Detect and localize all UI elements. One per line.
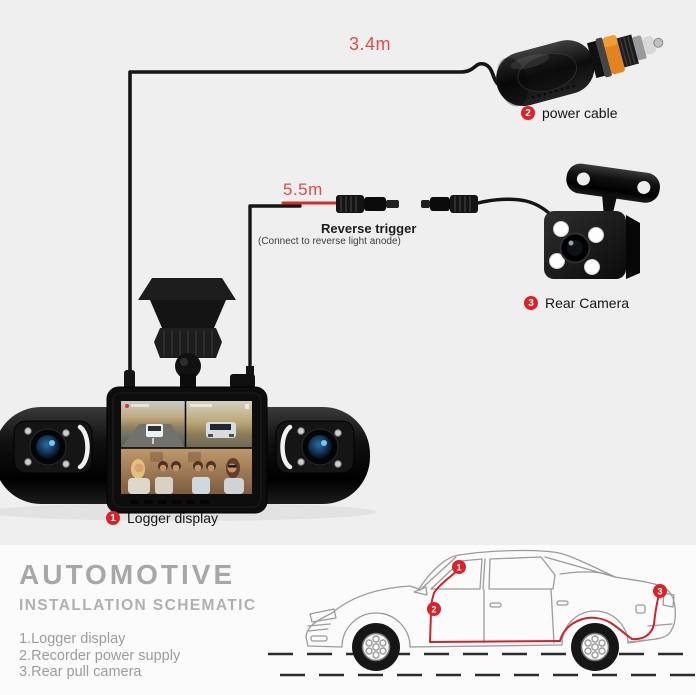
legend-line-1: 1.Logger display — [19, 631, 126, 647]
car-marker-3 — [653, 584, 667, 598]
svg-text:1: 1 — [456, 563, 461, 573]
car-illustration: 1 2 3 — [268, 549, 696, 677]
rec-indicator-dot — [125, 404, 129, 408]
car-marker-1 — [452, 560, 466, 574]
power-cable-badge: 2 — [521, 106, 535, 120]
windshield-mount — [138, 278, 236, 390]
reverse-trigger-subtitle: (Connect to reverse light anode) — [258, 236, 401, 247]
schematic-legend: 1.Logger display 2.Recorder power supply… — [19, 631, 180, 681]
battery-icon — [245, 404, 249, 409]
rear-camera-label: Rear Camera — [545, 295, 630, 311]
barrel-connector-female — [421, 195, 478, 213]
svg-text:2: 2 — [431, 605, 436, 615]
car-wheels — [352, 623, 619, 671]
power-plug-connector — [124, 370, 135, 390]
dashcam-device — [0, 278, 370, 514]
barrel-connector-male — [336, 195, 399, 213]
car-marker-2 — [427, 602, 441, 616]
svg-text:3: 3 — [657, 587, 662, 597]
legend-line-2: 2.Recorder power supply — [19, 647, 181, 664]
logger-label: Logger display — [127, 510, 219, 526]
trigger-length-label: 5.5m — [283, 180, 323, 199]
cable-routing-line — [429, 569, 660, 643]
rear-camera-badge: 3 — [524, 296, 538, 310]
schematic-section: AUTOMOTIVE INSTALLATION SCHEMATIC 1.Logg… — [0, 545, 696, 695]
right-camera-face — [275, 420, 355, 474]
schematic-title: AUTOMOTIVE — [19, 559, 236, 590]
logger-caption: 1 Logger display — [106, 510, 218, 526]
osd-timestamp-left — [131, 404, 149, 407]
rear-camera — [544, 163, 660, 279]
power-cable-label: power cable — [542, 105, 618, 121]
trigger-plug-connector — [230, 366, 255, 388]
schematic-subtitle: INSTALLATION SCHEMATIC — [19, 597, 257, 614]
power-cable-length-label: 3.4m — [349, 34, 392, 54]
power-cable-line — [128, 61, 501, 378]
reverse-trigger-title: Reverse trigger — [321, 221, 417, 236]
logger-badge: 1 — [106, 511, 120, 525]
rear-camera-caption: 3 Rear Camera — [524, 295, 629, 311]
left-camera-face — [13, 420, 93, 474]
device-vents — [130, 500, 209, 504]
charger-plug — [496, 34, 664, 107]
display-screen — [106, 386, 268, 514]
road-lines — [268, 652, 696, 677]
car-markers: 1 2 3 — [427, 560, 667, 616]
car-body-outline — [305, 549, 677, 648]
legend-line-3: 3.Rear pull camera — [19, 664, 142, 680]
power-cable-caption: 2 power cable — [521, 105, 618, 121]
osd-timestamp-right — [190, 404, 212, 407]
trigger-cable-line — [248, 197, 554, 374]
rear-camera-bracket — [566, 163, 660, 203]
rear-camera-leds — [549, 221, 604, 275]
plug-tip — [653, 37, 664, 48]
cabin-occupants — [128, 452, 244, 494]
diagram-canvas — [0, 34, 664, 521]
